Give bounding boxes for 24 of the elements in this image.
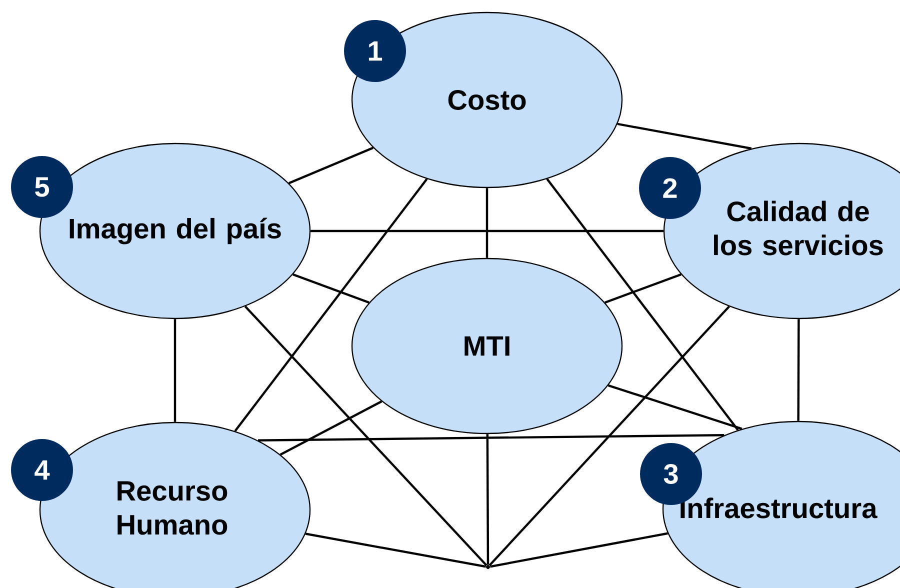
connector-line — [234, 178, 428, 432]
connector-line — [488, 306, 730, 566]
connector-line — [604, 273, 682, 304]
connector-line — [608, 384, 742, 430]
connector-line — [305, 532, 486, 568]
connector-line — [258, 434, 724, 442]
number-badge: 2 — [639, 157, 701, 219]
connector-line — [280, 400, 382, 456]
connector-line — [288, 146, 374, 184]
connector-line — [486, 188, 488, 258]
number-badge: 1 — [344, 20, 406, 82]
junction-point — [486, 565, 490, 569]
ellipse-node: MTI — [351, 258, 623, 434]
number-badge: 4 — [11, 439, 73, 501]
connector-line — [292, 273, 370, 304]
connector-line — [546, 178, 739, 431]
connector-line — [617, 122, 752, 150]
number-badge: 5 — [11, 156, 73, 218]
connector-line — [486, 434, 490, 565]
connector-line — [490, 532, 668, 568]
connector-line — [797, 319, 800, 421]
connector-line — [174, 319, 176, 422]
connector-line — [244, 306, 488, 566]
connector-line — [310, 230, 664, 232]
